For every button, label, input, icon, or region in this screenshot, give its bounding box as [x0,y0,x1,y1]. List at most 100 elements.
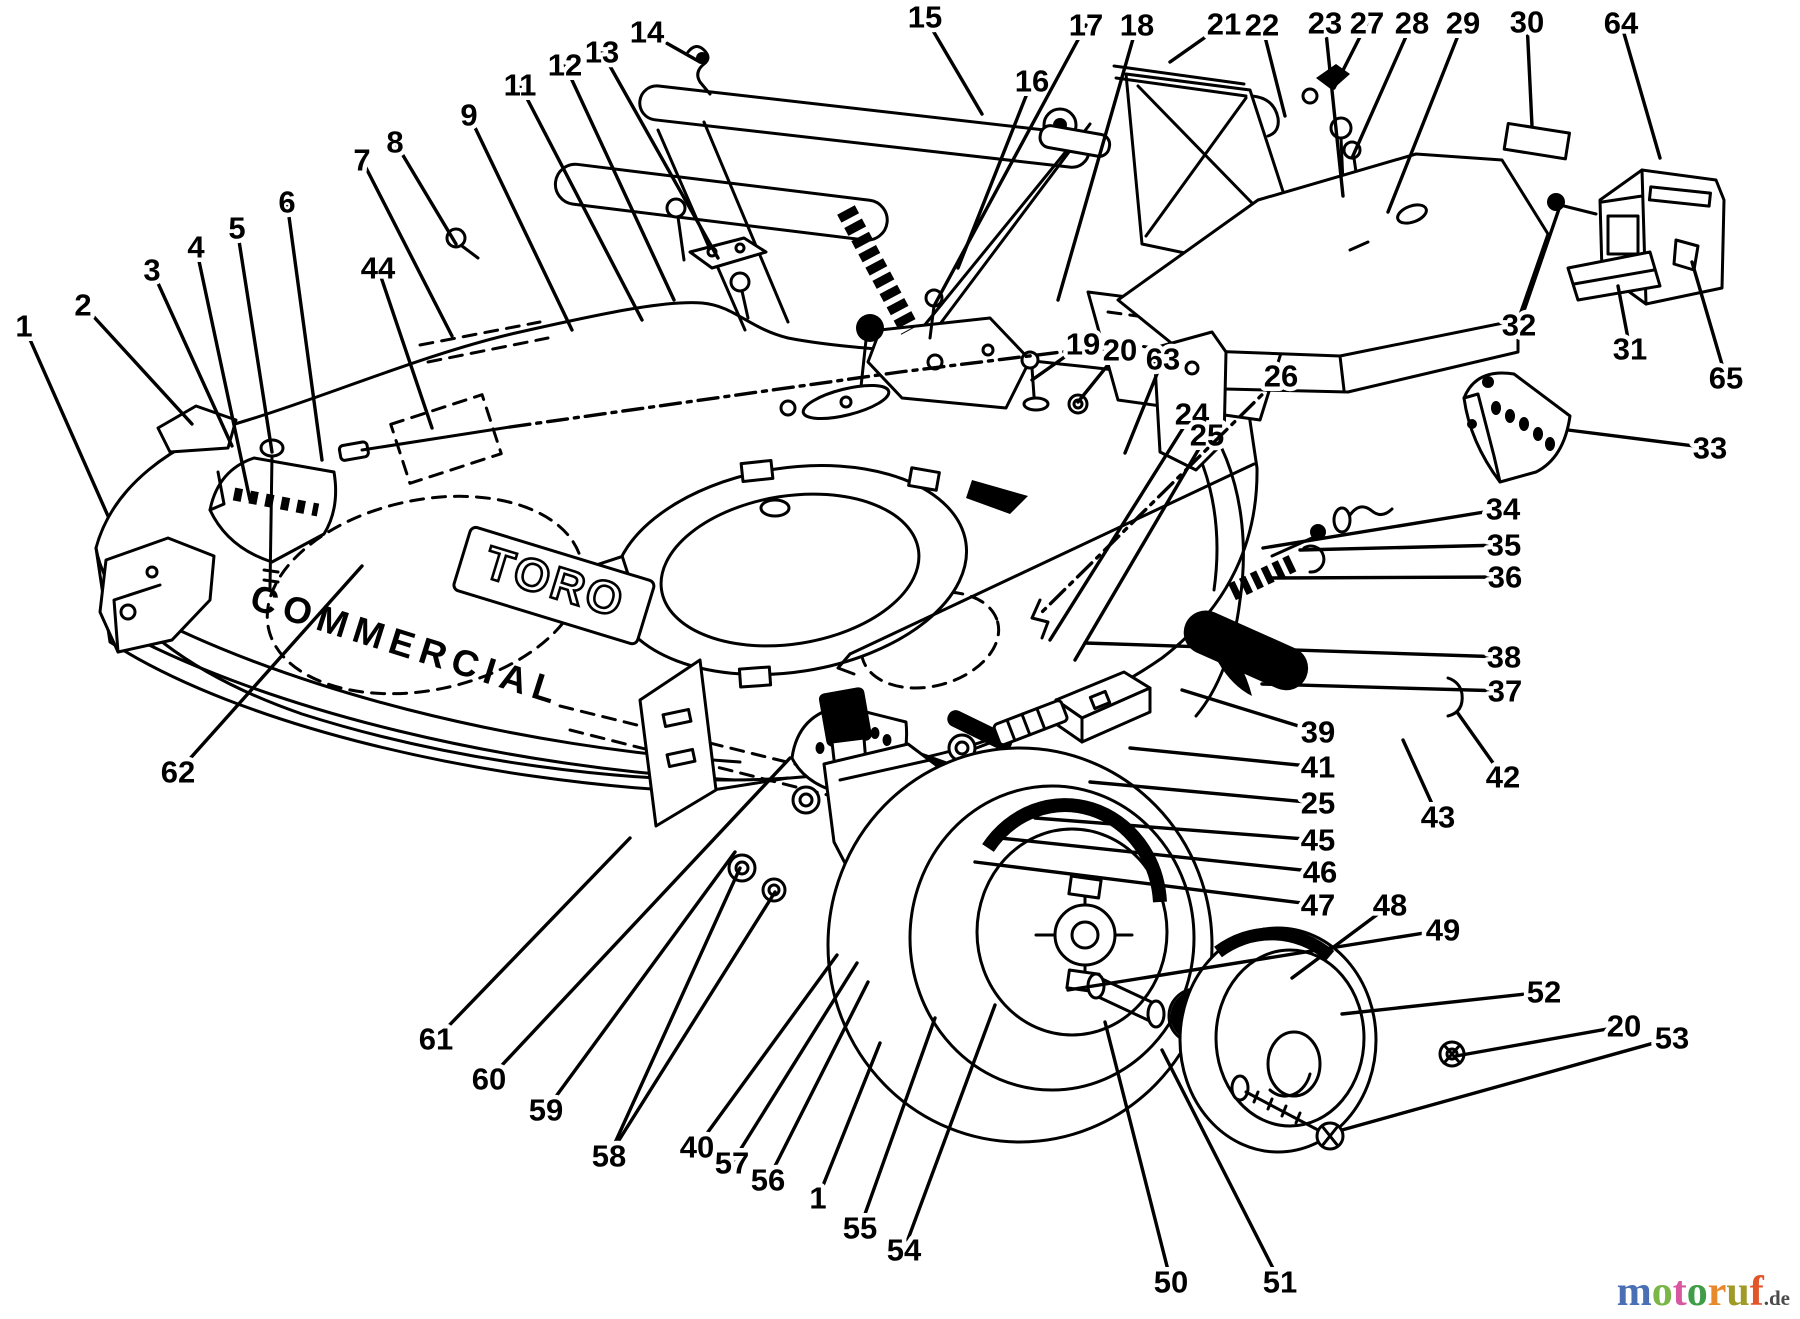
part-number-22: 22 [1245,8,1279,43]
leader-line-28 [1350,21,1414,160]
belt-cover-housing [1547,168,1726,306]
leader-line-15 [923,15,984,116]
part-number-20: 20 [1607,1009,1641,1044]
leader-line-60 [487,756,792,1081]
wave-washer [1348,505,1394,517]
leader-line-43 [1401,738,1440,819]
hub-cap [1178,926,1378,1154]
watermark-letter: m [1616,1269,1652,1315]
leader-line-33 [1566,428,1712,450]
leader-line-38 [1083,641,1506,659]
leader-line-32 [1517,204,1562,327]
leader-line-47 [973,860,1320,907]
part-number-42: 42 [1486,760,1520,795]
washer-nut-19-20 [1067,393,1089,415]
part-number-38: 38 [1487,640,1521,675]
leader-line-25 [1088,780,1320,805]
part-number-56: 56 [751,1163,785,1198]
leader-line-7 [360,158,454,338]
height-adjuster-right [1462,371,1572,484]
leader-line-55 [858,1016,937,1230]
leader-line-41 [1128,746,1320,769]
part-number-60: 60 [472,1062,506,1097]
flange-bracket-2 [156,404,238,454]
part-number-24: 24 [1175,397,1210,432]
part-number-7: 7 [353,143,370,178]
leader-line-5 [235,226,274,454]
fastener-cluster [727,785,821,903]
leader-line-44 [376,266,434,430]
watermark-letter: t [1672,1269,1687,1315]
part-number-50: 50 [1154,1265,1188,1300]
leader-line-6 [285,200,324,462]
leader-line-64 [1619,21,1662,160]
part-number-5: 5 [228,211,245,246]
leader-line-11 [518,83,644,322]
leader-line-1 [22,324,110,518]
watermark-letter: o [1686,1269,1708,1315]
watermark-suffix: .de [1763,1286,1790,1310]
part-number-9: 9 [460,98,477,133]
part-number-65: 65 [1709,361,1743,396]
watermark-letter: r [1707,1269,1727,1315]
leader-line-61 [434,836,632,1041]
leader-line-22 [1260,23,1287,118]
leader-line-49 [1066,928,1445,992]
part-number-34: 34 [1486,492,1521,527]
part-number-8: 8 [386,125,403,160]
part-number-53: 53 [1655,1021,1689,1056]
part-number-16: 16 [1015,64,1049,99]
leader-line-25 [1073,433,1209,662]
leader-line-40 [695,953,839,1149]
part-number-48: 48 [1373,888,1407,923]
mount-bracket-1 [98,536,216,654]
control-cable [337,342,1128,640]
leader-line-50 [1103,1020,1173,1284]
rear-cover-plate [1116,121,1571,394]
leader-line-34 [1261,507,1505,550]
part-number-11: 11 [504,68,537,103]
rear-wheel [826,746,1214,1144]
part-number-29: 29 [1446,6,1480,41]
height-adjuster-left [98,404,338,654]
leader-line-37 [1260,682,1507,693]
leader-line-36 [1266,575,1507,580]
part-number-61: 61 [419,1022,453,1057]
adjuster-teeth [232,487,320,517]
bolt-32 [1547,193,1565,211]
leader-line-51 [1160,1048,1282,1284]
part-number-63: 63 [1146,342,1180,377]
part-number-46: 46 [1303,855,1337,890]
leader-line-27 [1332,21,1369,90]
part-number-43: 43 [1421,800,1455,835]
part-number-18: 18 [1120,8,1154,43]
part-number-6: 6 [278,185,295,220]
part-number-45: 45 [1301,823,1335,858]
part-number-3: 3 [143,253,160,288]
leader-line-65 [1690,260,1728,380]
damper-spring [837,205,919,335]
wheel-bolt-53 [1230,1074,1345,1151]
part-number-41: 41 [1301,750,1335,785]
leader-line-56 [766,980,870,1182]
leader-line-20 [1076,348,1122,404]
part-number-35: 35 [1487,528,1521,563]
motoruf-watermark: motoruf.de [1617,1271,1790,1313]
leader-line-21 [1168,22,1226,64]
part-number-15: 15 [908,0,942,35]
watermark-letter: f [1749,1269,1764,1315]
part-number-21: 21 [1207,7,1241,42]
part-number-27: 27 [1350,6,1384,41]
part-number-30: 30 [1510,5,1544,40]
part-number-39: 39 [1301,715,1335,750]
leader-line-52 [1340,990,1546,1016]
watermark-letter: u [1726,1269,1750,1315]
leader-line-23 [1323,21,1345,198]
handle-clamp [1038,107,1112,158]
deck-rear-wall [638,658,718,828]
part-number-4: 4 [187,230,205,265]
knob-bolt [801,314,891,421]
leader-line-63 [1123,357,1165,455]
